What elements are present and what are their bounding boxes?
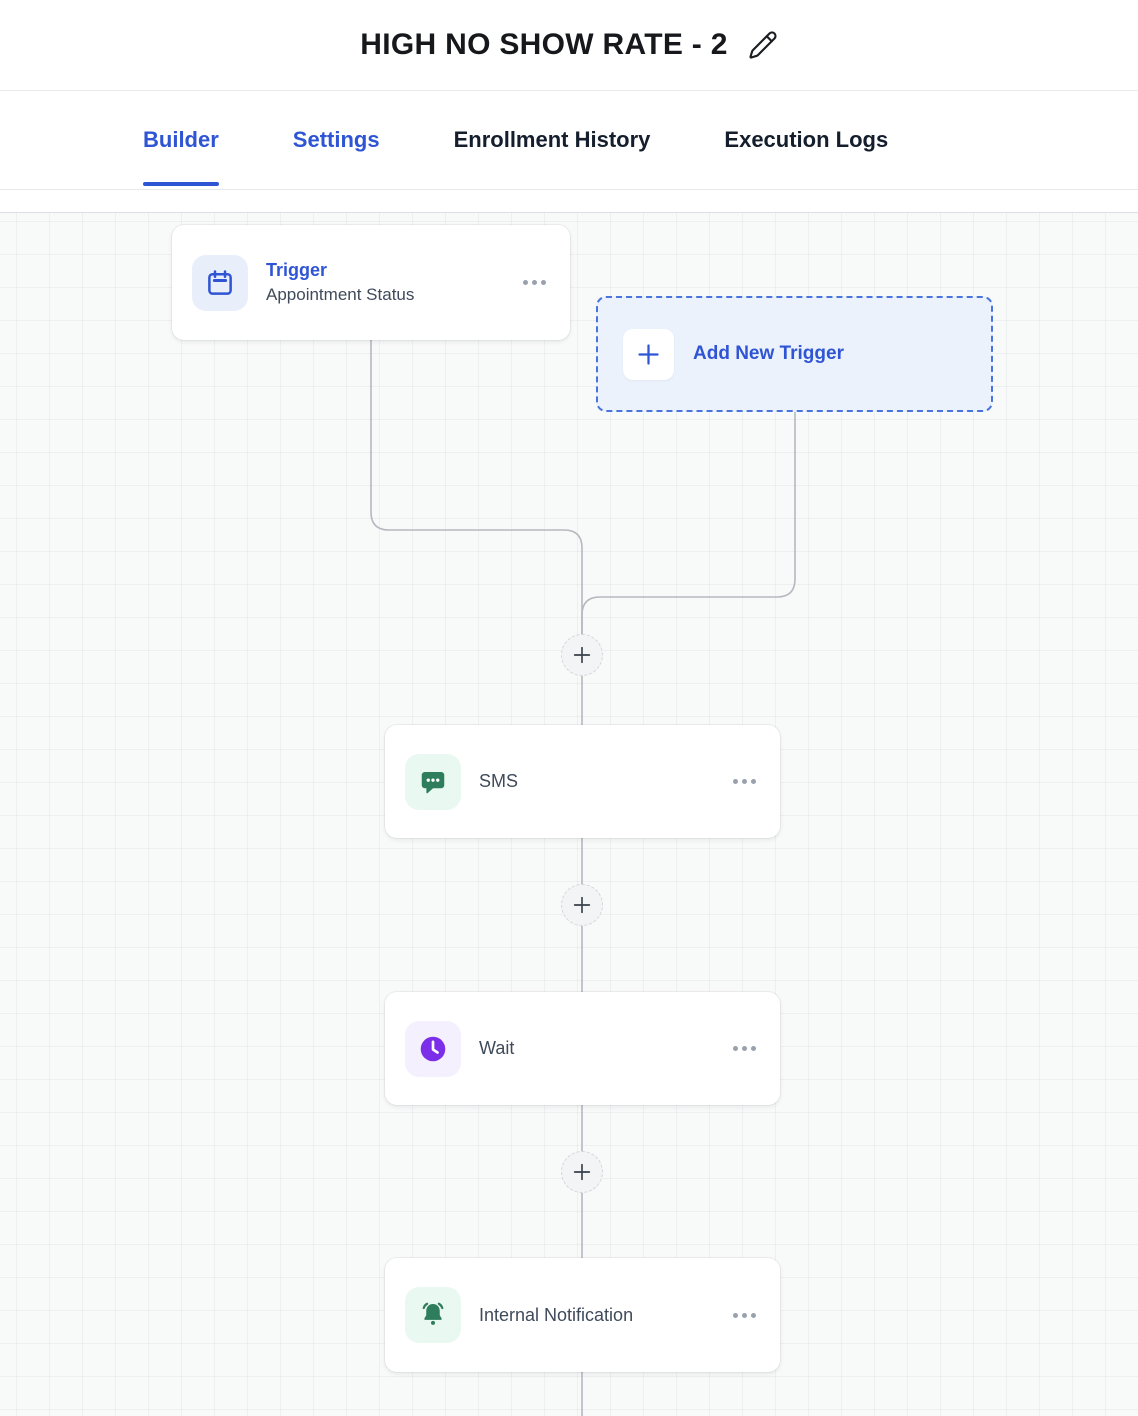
add-new-trigger-label: Add New Trigger [693, 343, 844, 364]
tab-execution-logs-label: Execution Logs [724, 127, 889, 152]
action-card-label: Wait [479, 1038, 515, 1058]
add-step-button-2[interactable] [561, 884, 603, 926]
trigger-card-title: Trigger [266, 260, 328, 280]
plus-icon [573, 896, 591, 914]
trigger-icon-box [192, 254, 248, 311]
trigger-card-subtitle: Appointment Status [266, 285, 415, 304]
action-card-sms[interactable]: SMS [385, 725, 780, 838]
tab-settings[interactable]: Settings [293, 91, 380, 189]
tab-enrollment-history-label: Enrollment History [453, 127, 651, 152]
add-new-trigger-button[interactable]: Add New Trigger [596, 296, 993, 412]
tab-settings-label: Settings [292, 127, 380, 152]
tab-builder-label: Builder [143, 127, 219, 152]
add-trigger-plus-icon [623, 328, 674, 380]
action-card-internal-notification[interactable]: Internal Notification [385, 1258, 780, 1372]
workflow-title: HIGH NO SHOW RATE - 2 [360, 28, 728, 61]
plus-icon [573, 646, 591, 664]
calendar-icon [208, 269, 232, 295]
notification-card-menu-icon[interactable] [733, 1307, 756, 1324]
bell-icon [422, 1302, 444, 1325]
add-step-button-1[interactable] [561, 634, 603, 676]
add-step-button-3[interactable] [561, 1151, 603, 1193]
edit-title-icon[interactable] [748, 30, 778, 60]
tab-builder[interactable]: Builder [143, 91, 219, 189]
action-card-label: SMS [479, 771, 519, 791]
wait-icon-box [405, 1020, 461, 1077]
trigger-card-menu-icon[interactable] [523, 274, 546, 291]
wait-card-menu-icon[interactable] [733, 1040, 756, 1057]
workflow-canvas[interactable]: Trigger Appointment Status Add New Trigg… [0, 212, 1138, 1416]
action-card-wait[interactable]: Wait [385, 992, 780, 1105]
sms-chat-icon [421, 771, 445, 793]
notification-icon-box [405, 1287, 461, 1343]
tab-bar: Builder Settings Enrollment History Exec… [0, 91, 1138, 190]
clock-icon [420, 1036, 446, 1061]
workflow-header: HIGH NO SHOW RATE - 2 [0, 0, 1138, 91]
tab-enrollment-history[interactable]: Enrollment History [454, 91, 651, 189]
sms-card-menu-icon[interactable] [733, 773, 756, 790]
sms-icon-box [405, 753, 461, 810]
tabbar-canvas-gap [0, 190, 1138, 212]
plus-icon [573, 1163, 591, 1181]
tab-execution-logs[interactable]: Execution Logs [724, 91, 888, 189]
trigger-card[interactable]: Trigger Appointment Status [172, 225, 570, 340]
action-card-label: Internal Notification [479, 1304, 634, 1325]
